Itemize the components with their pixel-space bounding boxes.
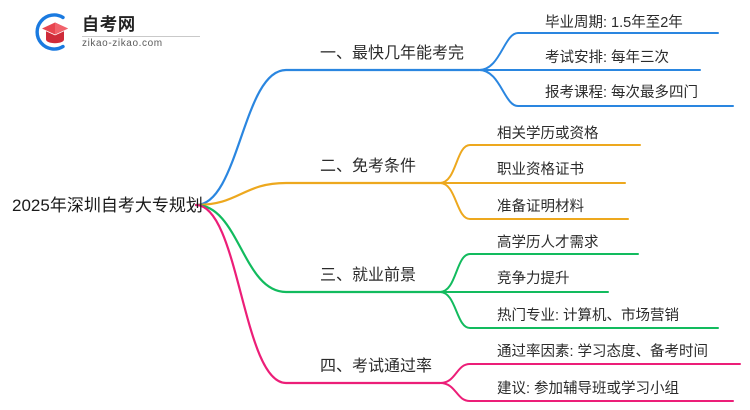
logo-name-en: zikao-zikao.com: [82, 38, 163, 50]
logo-name-cn: 自考网: [82, 15, 136, 35]
branch-1-child-1-link: [478, 32, 719, 71]
mindmap-leaf-label-2-3[interactable]: 准备证明材料: [497, 199, 584, 215]
mindmap-branch-label-1[interactable]: 一、最快几年能考完: [320, 45, 465, 62]
mindmap-leaf-label-1-3[interactable]: 报考课程: 每次最多四门: [545, 85, 699, 101]
site-logo[interactable]: 自考网 zikao-zikao.com: [30, 10, 200, 54]
mindmap-leaf-label-3-1[interactable]: 高学历人才需求: [497, 235, 599, 251]
branch-1-spine: [194, 68, 481, 207]
mindmap-root-label: 2025年深圳自考大专规划: [12, 195, 203, 215]
mindmap-branch-label-3[interactable]: 三、就业前景: [320, 267, 417, 284]
mindmap-leaf-label-2-2[interactable]: 职业资格证书: [497, 162, 584, 178]
branch-4-child-1-link: [439, 363, 741, 384]
branch-3-spine: [194, 203, 442, 294]
branch-2-child-3-link: [439, 182, 629, 220]
branch-4-child-2-link: [439, 382, 734, 402]
logo-divider: [82, 36, 200, 38]
mindmap-leaf-label-2-1[interactable]: 相关学历或资格: [497, 126, 599, 142]
graduation-cap-logo-icon: [30, 10, 74, 54]
branch-2-child-1-link: [439, 144, 641, 184]
mindmap-leaf-label-3-2[interactable]: 竞争力提升: [497, 271, 570, 287]
mindmap-leaf-label-4-2[interactable]: 建议: 参加辅导班或学习小组: [497, 381, 680, 397]
mindmap-branch-label-2[interactable]: 二、免考条件: [320, 158, 417, 175]
branch-1-child-3-link: [478, 69, 734, 107]
mindmap-leaf-label-1-1[interactable]: 毕业周期: 1.5年至2年: [545, 15, 683, 31]
branch-3-child-1-link: [439, 253, 639, 293]
mindmap-leaf-label-4-1[interactable]: 通过率因素: 学习态度、备考时间: [497, 344, 709, 360]
mindmap-branch-label-4[interactable]: 四、考试通过率: [320, 358, 433, 375]
mindmap-leaf-label-3-3[interactable]: 热门专业: 计算机、市场营销: [497, 308, 680, 324]
branch-2-spine: [194, 181, 442, 207]
branch-3-child-3-link: [439, 291, 719, 329]
mindmap-leaf-label-1-2[interactable]: 考试安排: 每年三次: [545, 50, 670, 66]
branch-4-spine: [194, 203, 442, 385]
